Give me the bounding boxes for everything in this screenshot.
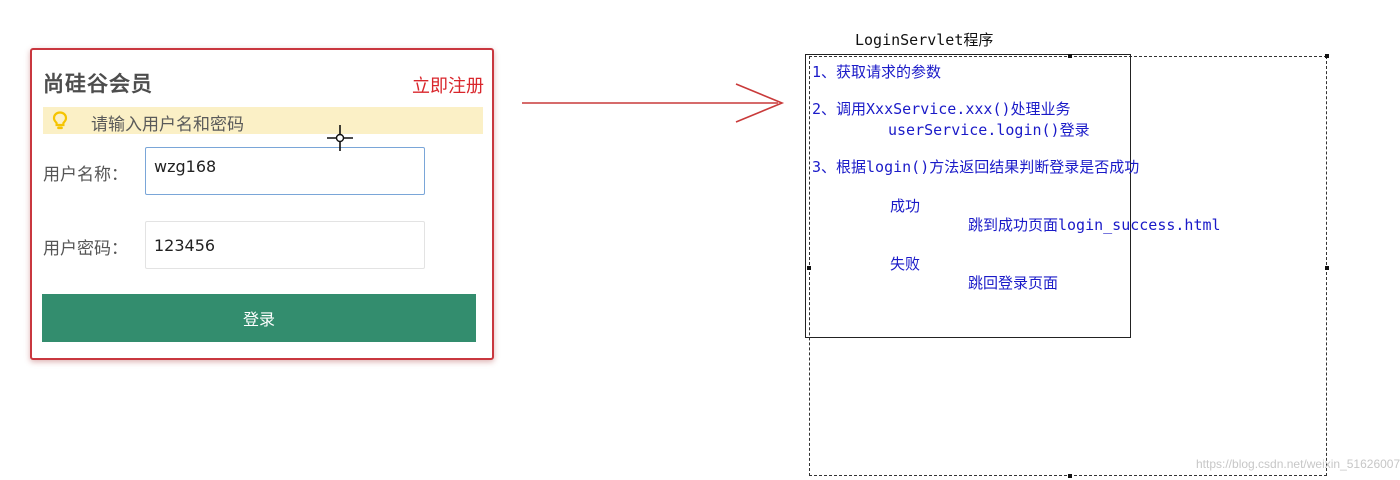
- flow-title: LoginServlet程序: [855, 31, 994, 49]
- note-fail-label: 失败: [890, 255, 921, 273]
- frame-handle[interactable]: [1068, 54, 1072, 58]
- card-title: 尚硅谷会员: [43, 72, 153, 96]
- password-label: 用户密码：: [43, 239, 128, 259]
- password-input[interactable]: [145, 221, 425, 269]
- note-success-action: 跳到成功页面login_success.html: [968, 216, 1221, 234]
- note-success-label: 成功: [890, 197, 921, 215]
- note-step-3: 3、根据login()方法返回结果判断登录是否成功: [812, 158, 1140, 176]
- hint-text: 请输入用户名和密码: [91, 115, 244, 135]
- watermark: https://blog.csdn.net/weixin_51626007: [1196, 457, 1400, 471]
- username-input[interactable]: [145, 147, 425, 195]
- right-arrow-icon: [522, 83, 785, 123]
- note-box: [805, 54, 1131, 338]
- username-label: 用户名称：: [43, 165, 128, 185]
- hint-bar: 请输入用户名和密码: [43, 107, 483, 135]
- note-step-2-detail: userService.login()登录: [888, 121, 1090, 139]
- frame-handle[interactable]: [1325, 54, 1329, 58]
- login-button[interactable]: 登录: [42, 294, 476, 342]
- note-step-1: 1、获取请求的参数: [812, 63, 942, 81]
- frame-handle[interactable]: [1325, 266, 1329, 270]
- note-step-2: 2、调用XxxService.xxx()处理业务: [812, 100, 1071, 118]
- crosshair-cursor-icon: [327, 125, 353, 151]
- lightbulb-icon: [52, 111, 68, 130]
- note-fail-action: 跳回登录页面: [968, 274, 1059, 292]
- frame-handle[interactable]: [807, 266, 811, 270]
- register-link[interactable]: 立即注册: [412, 76, 484, 97]
- login-card: 尚硅谷会员 立即注册 请输入用户名和密码 用户名称： 用户密码： 登录: [30, 48, 494, 360]
- frame-handle[interactable]: [1068, 474, 1072, 478]
